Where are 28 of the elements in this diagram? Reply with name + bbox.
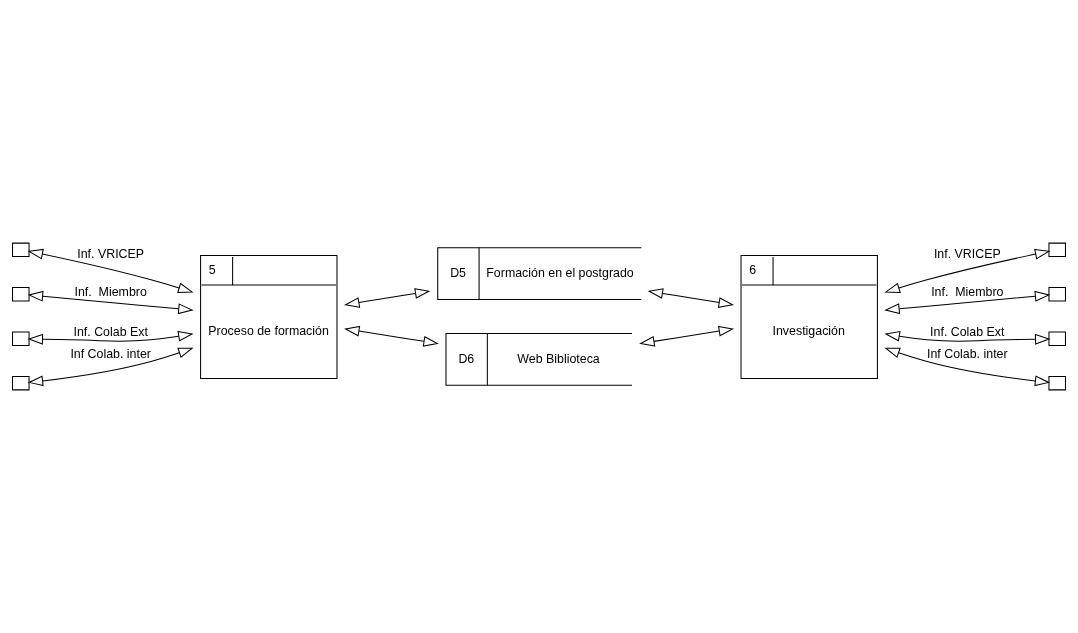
arrow — [27, 290, 194, 315]
edge-label: Inf Colab. inter — [927, 346, 1008, 361]
arrow — [27, 330, 194, 345]
node-box — [12, 331, 30, 346]
arrow — [884, 347, 1051, 387]
edge-label: Inf Colab. inter — [70, 346, 151, 361]
node-box — [1048, 375, 1066, 391]
node-box — [12, 375, 30, 391]
arrow — [647, 288, 734, 308]
edge-label: Inf. Miembro — [74, 284, 147, 299]
edge-label: Inf. VRICEP — [77, 246, 145, 261]
edge-label: Inf. VRICEP — [933, 246, 1001, 261]
edge-label: Inf. Colab Ext — [73, 325, 148, 340]
arrow — [884, 248, 1051, 294]
node-box — [1048, 331, 1066, 346]
arrow — [344, 325, 439, 347]
arrow — [639, 325, 735, 347]
arrow — [884, 330, 1051, 345]
node-box — [12, 242, 30, 258]
edge-label: Inf. Colab Ext — [930, 325, 1005, 340]
edge-label: Inf. Miembro — [931, 284, 1004, 299]
arrow — [27, 248, 194, 294]
node-box — [1048, 287, 1066, 302]
node-box — [1048, 242, 1066, 258]
arrow — [884, 290, 1051, 315]
arrow — [344, 288, 431, 308]
node-box — [12, 287, 30, 302]
arrow — [27, 347, 194, 387]
